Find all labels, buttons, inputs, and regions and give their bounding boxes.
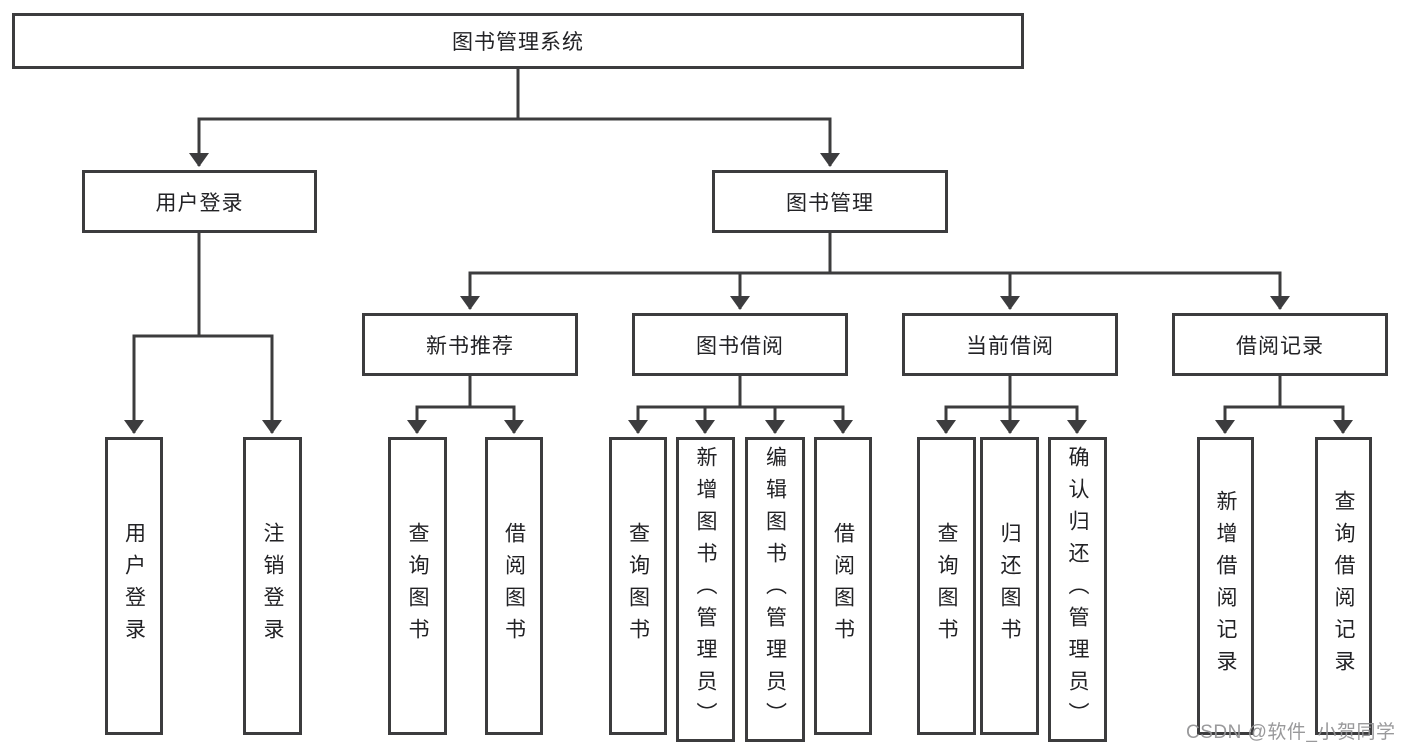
node-book-mgmt: 图书管理 [712, 170, 948, 233]
leaf-borrowing-borrow: 借阅图书 [814, 437, 872, 735]
leaf-records-add-label: 新增借阅记录 [1214, 490, 1237, 682]
leaf-current-confirm-label: 确认归还（管理员） [1066, 445, 1089, 734]
node-new-books: 新书推荐 [362, 313, 578, 376]
node-book-borrowing-label: 图书借阅 [696, 334, 784, 358]
csdn-watermark: CSDN @软件_小贺同学 [1186, 722, 1396, 743]
leaf-borrowing-edit: 编辑图书（管理员） [745, 437, 805, 742]
leaf-newbooks-query: 查询图书 [388, 437, 447, 735]
node-book-borrowing: 图书借阅 [632, 313, 848, 376]
node-current-borrow: 当前借阅 [902, 313, 1118, 376]
leaf-records-query: 查询借阅记录 [1315, 437, 1372, 735]
leaf-newbooks-borrow-label: 借阅图书 [502, 522, 526, 650]
node-root-label: 图书管理系统 [452, 31, 584, 54]
leaf-borrowing-borrow-label: 借阅图书 [831, 522, 855, 650]
leaf-newbooks-borrow: 借阅图书 [485, 437, 543, 735]
leaf-current-return-label: 归还图书 [998, 522, 1021, 650]
leaf-records-add: 新增借阅记录 [1197, 437, 1254, 735]
node-new-books-label: 新书推荐 [426, 334, 514, 358]
leaf-borrowing-edit-label: 编辑图书（管理员） [763, 445, 787, 734]
node-borrow-records-label: 借阅记录 [1236, 334, 1324, 358]
leaf-borrowing-query: 查询图书 [609, 437, 667, 735]
leaf-borrowing-query-label: 查询图书 [626, 522, 650, 650]
leaf-user-login: 用户登录 [105, 437, 163, 735]
node-borrow-records: 借阅记录 [1172, 313, 1388, 376]
leaf-borrowing-add: 新增图书（管理员） [676, 437, 735, 742]
node-user-login: 用户登录 [82, 170, 317, 233]
leaf-user-login-label: 用户登录 [122, 522, 146, 650]
node-root: 图书管理系统 [12, 13, 1024, 69]
leaf-logout: 注销登录 [243, 437, 302, 735]
node-user-login-label: 用户登录 [155, 191, 244, 215]
node-book-mgmt-label: 图书管理 [786, 191, 874, 215]
leaf-logout-label: 注销登录 [261, 522, 284, 650]
leaf-current-confirm: 确认归还（管理员） [1048, 437, 1107, 742]
leaf-records-query-label: 查询借阅记录 [1332, 490, 1355, 682]
leaf-current-query-label: 查询图书 [935, 522, 958, 650]
leaf-borrowing-add-label: 新增图书（管理员） [694, 445, 717, 734]
leaf-newbooks-query-label: 查询图书 [406, 522, 429, 650]
leaf-current-query: 查询图书 [917, 437, 976, 735]
node-current-borrow-label: 当前借阅 [966, 334, 1054, 358]
leaf-current-return: 归还图书 [980, 437, 1039, 735]
